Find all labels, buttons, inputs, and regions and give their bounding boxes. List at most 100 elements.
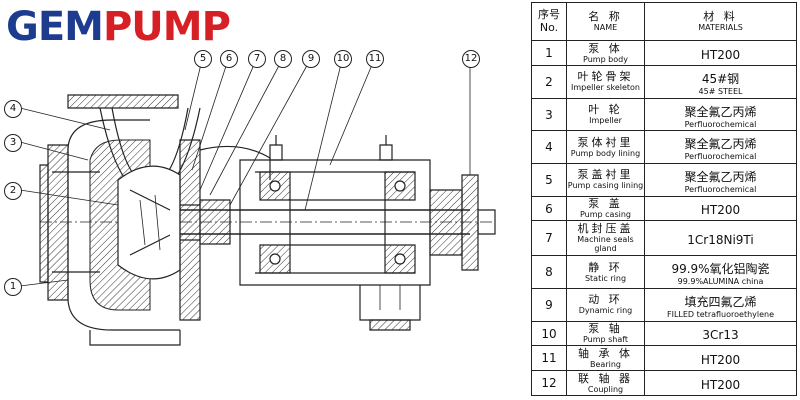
callout-8: 8 [274, 50, 292, 68]
header-no: 序号 No. [531, 1, 567, 42]
part-number-cell: 12 [531, 370, 567, 396]
part-material: HT200 [700, 203, 741, 218]
part-name-en: Static ring [584, 273, 627, 283]
part-name-en: Pump body lining [570, 148, 641, 158]
part-name-en: Machine seals gland [577, 235, 634, 254]
part-material-en: 99.9%ALUMINA china [677, 277, 764, 287]
part-number-cell: 9 [531, 288, 567, 322]
part-name-cn: 机封压盖 [577, 222, 634, 236]
part-name-cn: 轴 承 体 [578, 346, 633, 360]
part-name-cn: 泵盖衬里 [577, 168, 634, 182]
part-name-cn: 叶轮骨架 [577, 70, 634, 84]
part-material-cell: 3Cr13 [644, 320, 797, 347]
part-material-en: FILLED tetrafluoroethylene [666, 309, 775, 319]
header-materials-en: MATERIALS [698, 23, 743, 33]
header-materials: 材 料 MATERIALS [644, 1, 797, 42]
part-name-en: Impeller [589, 116, 622, 126]
table-header-row: 序号 No. 名 称 NAME 材 料 MATERIALS [531, 1, 797, 42]
header-materials-cn: 材 料 [703, 10, 738, 24]
part-material: 聚全氟乙丙烯 [684, 137, 757, 152]
part-name-cn: 泵 盖 [588, 197, 623, 211]
part-material: 聚全氟乙丙烯 [684, 169, 757, 184]
part-name-cn: 静 环 [588, 260, 623, 274]
callout-6: 6 [220, 50, 238, 68]
callout-3: 3 [4, 134, 22, 152]
part-material-cell: HT200 [644, 195, 797, 222]
header-name-cn: 名 称 [588, 10, 623, 24]
part-material: HT200 [700, 47, 741, 62]
part-number-cell: 1 [531, 40, 567, 67]
part-name-cn: 泵体衬里 [577, 135, 634, 149]
part-name-en: Impeller skeleton [570, 83, 641, 93]
part-material: 填充四氟乙烯 [684, 294, 757, 309]
part-name-cn: 叶 轮 [588, 103, 623, 117]
logo-pump-text: PUMP [102, 4, 231, 50]
part-material: HT200 [700, 377, 741, 392]
part-material-en: Perfluorochemical [684, 152, 757, 162]
callout-9: 9 [302, 50, 320, 68]
part-material: 3Cr13 [702, 328, 739, 343]
part-material-cell: HT200 [644, 370, 797, 396]
part-number-cell: 2 [531, 65, 567, 99]
part-name-cn: 泵 轴 [588, 322, 623, 336]
part-number-cell: 11 [531, 345, 567, 372]
pump-cross-section-drawing [19, 59, 496, 346]
part-material-cell: HT200 [644, 345, 797, 372]
part-material-cell: HT200 [644, 40, 797, 67]
part-material: 45#钢 [701, 71, 740, 86]
part-name-cn: 泵 体 [588, 41, 623, 55]
callout-10: 10 [334, 50, 352, 68]
part-name-cn: 联 轴 器 [578, 371, 633, 385]
part-material: 1Cr18Ni9Ti [687, 232, 754, 247]
header-name-en: NAME [593, 23, 618, 33]
part-material-cell: 1Cr18Ni9Ti [644, 220, 797, 257]
part-material-en: Perfluorochemical [684, 184, 757, 194]
gempump-logo: GEMPUMP [6, 2, 266, 52]
part-material-en: Perfluorochemical [684, 119, 757, 129]
header-no-cn: 序号 [538, 8, 560, 22]
part-number-cell: 10 [531, 320, 567, 347]
callout-2: 2 [4, 182, 22, 200]
part-name-en: Bearing [590, 359, 621, 369]
part-name-en: Pump body [583, 54, 628, 64]
callout-4: 4 [4, 100, 22, 118]
callout-11: 11 [366, 50, 384, 68]
header-no-en: No. [539, 21, 559, 35]
part-material: 聚全氟乙丙烯 [684, 104, 757, 119]
logo-gem-text: GEM [6, 4, 104, 50]
part-number-cell: 8 [531, 255, 567, 289]
part-name-en: Pump casing lining [567, 181, 644, 191]
part-name-en: Pump shaft [582, 335, 629, 345]
callout-1: 1 [4, 278, 22, 296]
part-number-cell: 5 [531, 163, 567, 197]
part-number-cell: 6 [531, 195, 567, 222]
part-material: HT200 [700, 352, 741, 367]
